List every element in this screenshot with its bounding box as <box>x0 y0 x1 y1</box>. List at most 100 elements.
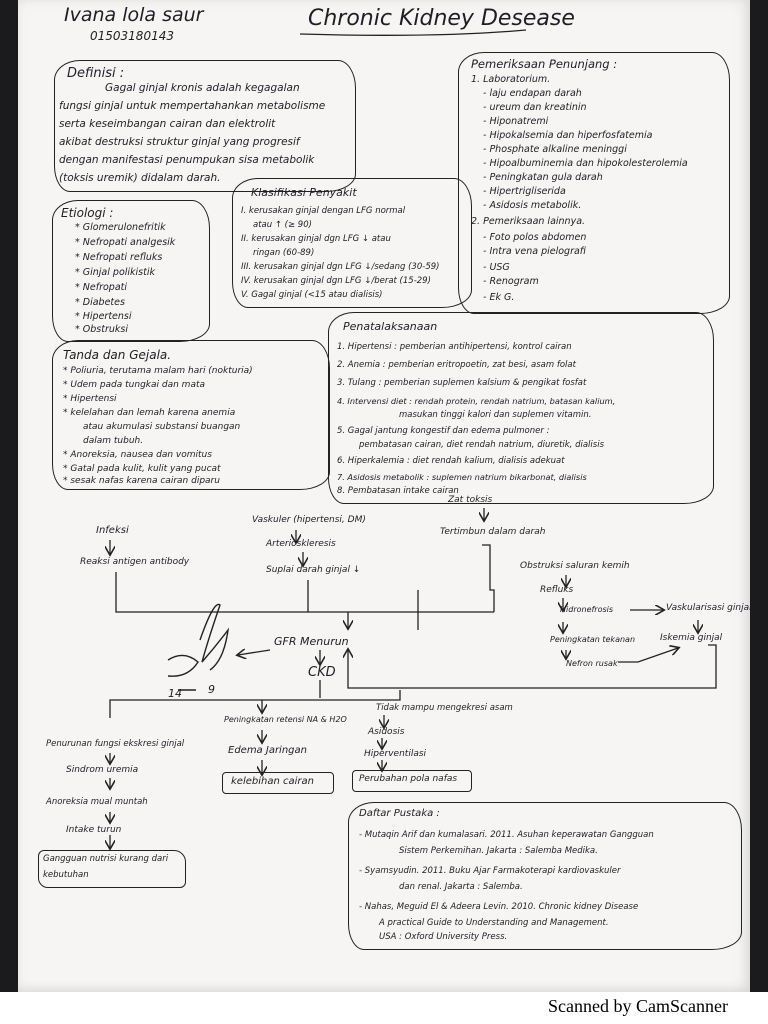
penatalaksanaan-line: 6. Hiperkalemia : diet rendah kalium, di… <box>337 456 565 466</box>
flow-anoreksia: Anoreksia mual muntah <box>46 797 148 807</box>
pemeriksaan-line: 1. Laboratorium. <box>471 74 551 85</box>
etiologi-item: * Obstruksi <box>75 324 128 335</box>
penatalaksanaan-line: 8. Pembatasan intake cairan <box>337 486 459 496</box>
definisi-line: dengan manifestasi penumpukan sisa metab… <box>59 154 315 166</box>
pemeriksaan-line: - Foto polos abdomen <box>483 232 587 243</box>
pemeriksaan-line: - Intra vena pielografi <box>483 246 586 257</box>
tanda-line: * Hipertensi <box>63 394 117 404</box>
flow-kelebihan: kelebihan cairan <box>231 776 314 787</box>
pustaka-line: - Mutaqin Arif dan kumalasari. 2011. Asu… <box>359 830 654 840</box>
paper-sheet: Ivana lola saur 01503180143 Chronic Kidn… <box>18 0 750 992</box>
pemeriksaan-box: Pemeriksaan Penunjang : 1. Laboratorium.… <box>458 52 730 314</box>
definisi-title: Definisi : <box>67 66 125 81</box>
klasifikasi-line: III. kerusakan ginjal dgn LFG ↓/sedang (… <box>241 262 440 272</box>
author-name: Ivana lola saur <box>64 4 204 26</box>
signature-number: 9 <box>208 683 215 696</box>
tanda-line: * Udem pada tungkai dan mata <box>63 380 206 390</box>
pustaka-line: Sistem Perkemihan. Jakarta : Salemba Med… <box>399 846 598 856</box>
flow-tertimbun: Tertimbun dalam darah <box>440 527 546 537</box>
flow-tekanan: Peningkatan tekanan <box>550 635 636 644</box>
etiologi-item: * Ginjal polikistik <box>75 267 155 278</box>
klasifikasi-line: II. kerusakan ginjal dgn LFG ↓ atau <box>241 234 391 244</box>
klasifikasi-line: V. Gagal ginjal (<15 atau dialisis) <box>241 290 383 300</box>
pemeriksaan-line: - Hiponatremi <box>483 116 549 127</box>
tanda-line: * Gatal pada kulit, kulit yang pucat <box>63 464 221 474</box>
pemeriksaan-line: - Hipokalsemia dan hiperfosfatemia <box>483 130 653 141</box>
pemeriksaan-line: - Renogram <box>483 276 539 287</box>
flow-zat: Zat toksis <box>448 495 493 505</box>
flow-perubahan: Perubahan pola nafas <box>359 774 458 784</box>
kelebihan-cairan-box: kelebihan cairan <box>222 772 334 794</box>
flow-iskemia: Iskemia ginjal <box>660 633 723 643</box>
flow-gangguan: Gangguan nutrisi kurang dari <box>43 854 169 864</box>
flow-sindrom: Sindrom uremia <box>66 765 139 775</box>
pemeriksaan-line: - USG <box>483 262 510 273</box>
etiologi-item: * Nefropati analgesik <box>75 237 176 248</box>
penatalaksanaan-line: 5. Gagal jantung kongestif dan edema pul… <box>337 426 550 436</box>
flow-vaskularisasi: Vaskularisasi ginjal <box>666 603 750 613</box>
tanda-title: Tanda dan Gejala. <box>63 348 172 362</box>
page-title: Chronic Kidney Desease <box>308 6 575 31</box>
definisi-box: Definisi : Gagal ginjal kronis adalah ke… <box>54 60 356 192</box>
tanda-line: * Poliuria, terutama malam hari (nokturi… <box>63 366 253 376</box>
flow-arterio: Arterioskleresis <box>266 539 336 549</box>
penatalaksanaan-line: 1. Hipertensi : pemberian antihipertensi… <box>337 342 572 352</box>
tanda-box: Tanda dan Gejala. * Poliuria, terutama m… <box>52 340 330 490</box>
pustaka-box: Daftar Pustaka : - Mutaqin Arif dan kuma… <box>348 802 742 950</box>
flow-penurunan: Penurunan fungsi ekskresi ginjal <box>46 739 185 749</box>
etiologi-title: Etiologi : <box>61 206 114 220</box>
pemeriksaan-line: 2. Pemeriksaan lainnya. <box>471 216 586 227</box>
pustaka-title: Daftar Pustaka : <box>359 808 440 819</box>
klasifikasi-line: I. kerusakan ginjal dengan LFG normal <box>241 206 406 216</box>
pemeriksaan-line: - Hipertrigliserida <box>483 186 566 197</box>
flow-reaksi: Reaksi antigen antibody <box>80 557 190 567</box>
penatalaksanaan-line: 3. Tulang : pemberian suplemen kalsium &… <box>337 378 587 388</box>
pustaka-line: A practical Guide to Understanding and M… <box>379 918 609 928</box>
etiologi-box: Etiologi : * Glomerulonefritik * Nefropa… <box>52 200 210 342</box>
penatalaksanaan-line: masukan tinggi kalori dan suplemen vitam… <box>399 410 592 420</box>
flow-refluks: Refluks <box>540 585 574 595</box>
flow-ckd: CKD <box>308 665 336 680</box>
pemeriksaan-line: - Peningkatan gula darah <box>483 172 603 183</box>
scanner-watermark: Scanned by CamScanner <box>548 996 728 1016</box>
klasifikasi-title: Klasifikasi Penyakit <box>251 186 357 199</box>
pustaka-line: dan renal. Jakarta : Salemba. <box>399 882 523 892</box>
klasifikasi-box: Klasifikasi Penyakit I. kerusakan ginjal… <box>232 178 472 308</box>
flow-vaskuler: Vaskuler (hipertensi, DM) <box>252 515 366 525</box>
flow-nefron: Nefron rusak <box>566 659 618 668</box>
klasifikasi-line: IV. kerusakan ginjal dgn LFG ↓/berat (15… <box>241 276 431 286</box>
pustaka-line: - Nahas, Meguid El & Adeera Levin. 2010.… <box>359 902 639 912</box>
flow-hidronefrosis: Hidronefrosis <box>560 605 614 614</box>
etiologi-item: * Hipertensi <box>75 311 132 322</box>
flow-gangguan: kebutuhan <box>43 870 89 880</box>
penatalaksanaan-line: 7. Asidosis metabolik : suplemen natrium… <box>337 472 587 482</box>
tanda-line: atau akumulasi substansi buangan <box>83 422 241 432</box>
scanner-footer: Scanned by CamScanner <box>0 992 768 1024</box>
definisi-line: (toksis uremik) didalam darah. <box>59 172 221 184</box>
pustaka-line: - Syamsyudin. 2011. Buku Ajar Farmakoter… <box>359 866 621 876</box>
etiologi-item: * Nefropati refluks <box>75 252 163 263</box>
flow-obstruksi: Obstruksi saluran kemih <box>520 561 630 571</box>
flow-tidak-mampu: Tidak mampu mengekresi asam <box>376 703 513 713</box>
flow-infeksi: Infeksi <box>96 525 129 536</box>
flow-connectors <box>18 29 717 992</box>
pemeriksaan-line: - Hipoalbuminemia dan hipokolesterolemia <box>483 158 688 169</box>
penatalaksanaan-title: Penatalaksanaan <box>343 320 438 333</box>
flow-gfr: GFR Menurun <box>274 635 349 648</box>
gangguan-nutrisi-box: Gangguan nutrisi kurang dari kebutuhan <box>38 850 186 888</box>
etiologi-item: * Nefropati <box>75 282 127 293</box>
penatalaksanaan-line: pembatasan cairan, diet rendah natrium, … <box>359 440 604 450</box>
pustaka-line: USA : Oxford University Press. <box>379 932 508 942</box>
signature-number: 14 <box>168 687 182 700</box>
penatalaksanaan-line: 2. Anemia : pemberian eritropoetin, zat … <box>337 360 576 370</box>
pemeriksaan-line: - laju endapan darah <box>483 88 582 99</box>
etiologi-item: * Diabetes <box>75 297 125 308</box>
definisi-line: fungsi ginjal untuk mempertahankan metab… <box>59 100 326 112</box>
definisi-line: Gagal ginjal kronis adalah kegagalan <box>105 82 300 94</box>
etiologi-item: * Glomerulonefritik <box>75 222 166 233</box>
flow-asidosis: Asidosis <box>368 727 405 737</box>
tanda-line: * kelelahan dan lemah karena anemia <box>63 408 236 418</box>
flow-retensi: Peningkatan retensi NA & H2O <box>224 715 347 724</box>
pemeriksaan-line: - Ek G. <box>483 292 515 303</box>
tanda-line: dalam tubuh. <box>83 436 144 446</box>
